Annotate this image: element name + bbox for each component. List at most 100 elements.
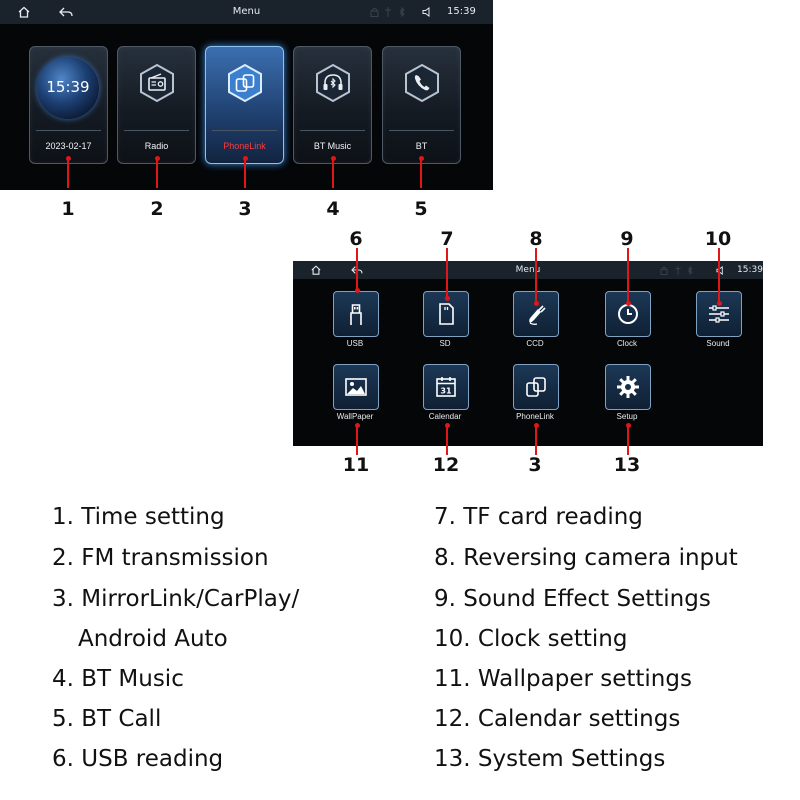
callout-line [627,425,629,455]
tile-label-sound: Sound [706,339,730,348]
callout-dot [354,423,360,428]
wallpaper-tile[interactable] [333,364,379,410]
card-divider [36,130,101,131]
callout-dot [242,156,248,161]
sd-card-icon [439,303,454,325]
callout-dot [444,423,450,428]
status-time: 15:39 [447,6,476,17]
callout-number: 2 [150,198,164,220]
legend-item: 8. Reversing camera input [434,545,738,571]
callout-number: 8 [529,228,543,250]
phonelink-icon [227,63,262,103]
callout-number: 9 [620,228,634,250]
bt-call-card[interactable]: BT [382,46,461,164]
callout-line [332,158,334,188]
callout-number: 7 [440,228,454,250]
callout-number: 12 [432,454,460,476]
home-icon[interactable] [14,0,34,24]
callout-dot [444,296,450,301]
legend-item: 11. Wallpaper settings [434,666,692,692]
callout-line [244,158,246,188]
calendar-icon-day: 31 [440,387,452,396]
card-divider [389,130,454,131]
callout-line [420,158,422,188]
legend-item: Android Auto [78,626,228,652]
tile-label-phonelink: PhoneLink [516,412,554,421]
callout-line [356,248,358,290]
callout-line [446,248,448,298]
card-label-bt-music: BT Music [313,141,352,151]
card-label-phonelink: PhoneLink [223,141,266,151]
phone-icon [404,63,439,103]
callout-number: 1 [61,198,75,220]
lock-icon [368,0,380,24]
callout-dot [533,301,539,306]
signal-icon [383,0,393,24]
card-label-radio: Radio [144,141,169,151]
legend-item: 10. Clock setting [434,626,628,652]
usb-tile[interactable] [333,291,379,337]
status-title: Menu [515,265,541,275]
bt-music-card[interactable]: BT Music [293,46,372,164]
card-label-bt: BT [415,141,428,151]
callout-dot [330,156,336,161]
callout-dot [716,301,722,306]
card-label-date: 2023-02-17 [45,141,92,151]
calendar-tile[interactable]: 31 [423,364,469,410]
usb-icon [350,304,362,325]
card-divider [300,130,365,131]
callout-line [718,248,720,303]
card-divider [212,130,277,131]
callout-dot [625,423,631,428]
tile-label-setup: Setup [616,412,638,421]
phonelink-tile[interactable] [513,364,559,410]
main-menu-screen: Menu 15:39 15:39 2023-02-17 R [0,0,493,190]
status-bar: Menu 15:39 [293,261,763,279]
legend-item: 12. Calendar settings [434,706,681,732]
bluetooth-status-icon [397,0,407,24]
card-clock-time: 15:39 [46,78,90,96]
gear-icon [617,376,639,398]
tile-label-sd: SD [439,339,451,348]
back-icon[interactable] [56,0,76,24]
callout-number: 3 [528,454,542,476]
legend-item: 1. Time setting [52,504,225,530]
lock-icon [659,261,669,279]
callout-line [356,425,358,455]
callout-line [627,248,629,303]
legend-item: 3. MirrorLink/CarPlay/ [52,586,300,612]
camera-cable-icon [529,305,546,325]
phonelink-card[interactable]: PhoneLink [205,46,284,164]
signal-icon [674,261,682,279]
legend-item: 7. TF card reading [434,504,643,530]
callout-number: 11 [342,454,370,476]
tile-label-wallpaper: WallPaper [336,412,374,421]
callout-line [446,425,448,455]
callout-line [67,158,69,188]
callout-dot [625,301,631,306]
callout-dot [533,423,539,428]
home-icon[interactable] [309,261,323,279]
callout-number: 13 [613,454,641,476]
tile-label-clock: Clock [616,339,637,348]
status-bar: Menu 15:39 [0,0,493,24]
setup-tile[interactable] [605,364,651,410]
tile-label-usb: USB [346,339,364,348]
legend-item: 9. Sound Effect Settings [434,586,711,612]
callout-line [156,158,158,188]
apps-menu-screen: Menu 15:39 USB SD [293,261,763,446]
status-time: 15:39 [737,265,763,275]
tile-label-ccd: CCD [526,339,544,348]
back-icon[interactable] [349,261,365,279]
calendar-icon: 31 [436,377,456,397]
volume-icon[interactable] [420,0,434,24]
phonelink-icon [526,377,546,397]
callout-dot [65,156,71,161]
time-card[interactable]: 15:39 2023-02-17 [29,46,108,164]
tile-label-calendar: Calendar [428,412,462,421]
callout-number: 5 [414,198,428,220]
callout-line [535,425,537,455]
equalizer-icon [709,305,729,323]
bluetooth-music-icon [315,63,350,103]
